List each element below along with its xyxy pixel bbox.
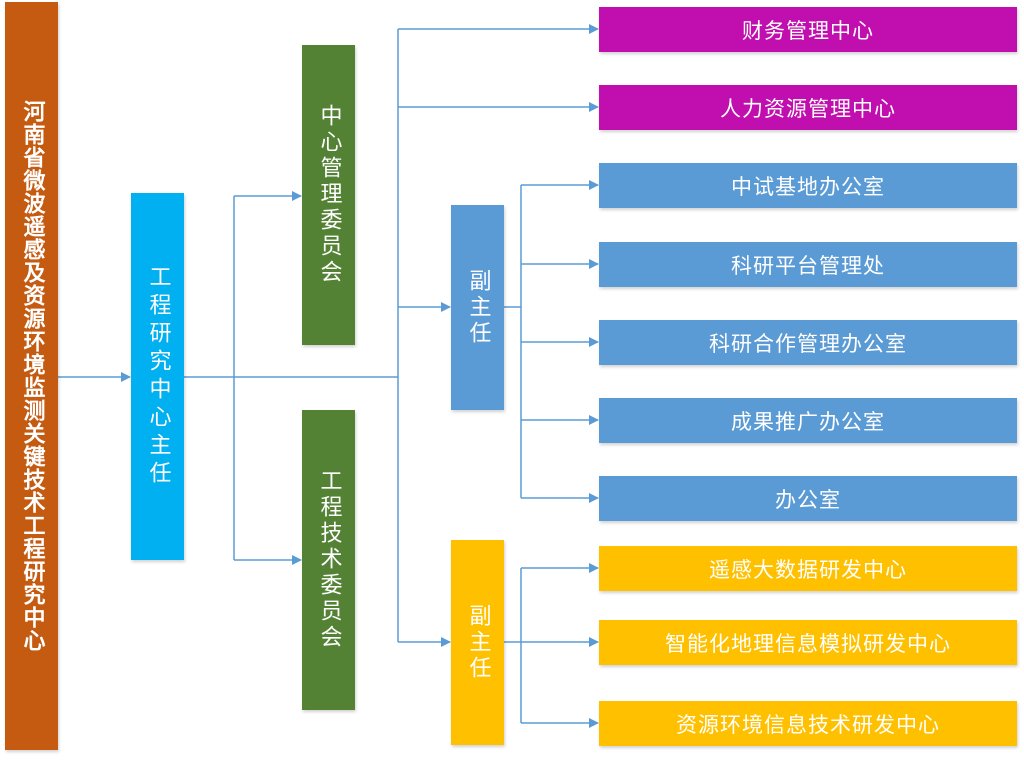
unit-label: 人力资源管理中心 [720, 96, 896, 121]
deputy-director-2-label: 副主任 [465, 603, 491, 682]
management-committee-node: 中心管理委员会 [302, 45, 355, 345]
unit-remote-sensing-big-data-center: 遥感大数据研发中心 [599, 546, 1017, 591]
unit-resource-env-info-tech-center: 资源环境信息技术研发中心 [599, 701, 1017, 746]
unit-label: 遥感大数据研发中心 [709, 557, 907, 582]
root-organization-label: 河南省微波遥感及资源环境监测关键技术工程研究中心 [19, 100, 45, 652]
unit-intelligent-geo-simulation-center: 智能化地理信息模拟研发中心 [599, 620, 1017, 665]
unit-hr-center: 人力资源管理中心 [599, 85, 1017, 130]
unit-label: 科研平台管理处 [731, 253, 885, 278]
deputy-director-1-label: 副主任 [465, 268, 491, 347]
unit-label: 成果推广办公室 [731, 409, 885, 434]
management-committee-label: 中心管理委员会 [316, 104, 342, 286]
unit-label: 科研合作管理办公室 [709, 331, 907, 356]
unit-label: 智能化地理信息模拟研发中心 [665, 631, 951, 656]
technical-committee-node: 工程技术委员会 [302, 410, 355, 710]
unit-label: 资源环境信息技术研发中心 [676, 712, 940, 737]
director-label: 工程研究中心主任 [145, 264, 171, 489]
unit-label: 中试基地办公室 [731, 174, 885, 199]
unit-finance-center: 财务管理中心 [599, 7, 1017, 52]
unit-achievement-promotion-office: 成果推广办公室 [599, 398, 1017, 443]
unit-research-platform-office: 科研平台管理处 [599, 242, 1017, 287]
unit-label: 财务管理中心 [742, 18, 874, 43]
root-organization-node: 河南省微波遥感及资源环境监测关键技术工程研究中心 [5, 2, 58, 750]
deputy-director-2-node: 副主任 [451, 540, 504, 745]
director-node: 工程研究中心主任 [131, 193, 184, 560]
deputy-director-1-node: 副主任 [451, 205, 504, 410]
unit-research-cooperation-office: 科研合作管理办公室 [599, 320, 1017, 365]
technical-committee-label: 工程技术委员会 [316, 469, 342, 651]
unit-general-office: 办公室 [599, 476, 1017, 521]
unit-label: 办公室 [775, 487, 841, 512]
unit-pilot-base-office: 中试基地办公室 [599, 163, 1017, 208]
